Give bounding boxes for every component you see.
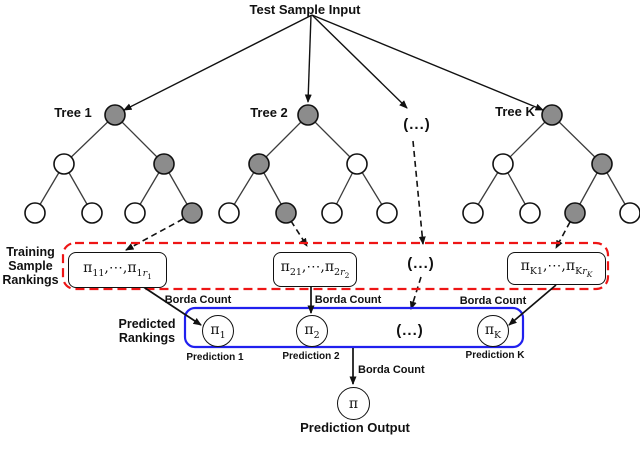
predicted-circle-pi1: π1 [202,315,234,347]
arrow-input-to-tree2 [304,14,312,103]
tree1-label: Tree 1 [54,105,92,120]
ranking-box2-text: π21,⋯,π2r2 [280,259,350,280]
piK-text: πK [484,321,502,341]
arrow-input-to-tree1 [123,14,313,111]
treeK-leaf-1 [462,202,484,224]
treeK-leaf-selected [564,202,586,224]
borda-count-label-output: Borda Count [358,364,425,376]
prediction2-caption: Prediction 2 [282,351,340,362]
treeK-label: Tree K [495,104,535,119]
predicted-circle-piK: πK [477,315,509,347]
tree2-right-node [346,153,368,175]
predicted-rankings-label: Predicted Rankings [107,317,187,345]
borda-count-label-1: Borda Count [164,294,232,306]
prediction1-caption: Prediction 1 [186,352,244,363]
tree1-leaf-3 [124,202,146,224]
dashed-ellipsis-to-rankings [412,140,426,245]
dashed-tree1-to-rankings [125,218,184,251]
predicted-circle-pi2: π2 [296,315,328,347]
tree2-label: Tree 2 [250,105,288,120]
tree-nodes [24,104,640,224]
predicted-rankings-group-box [183,306,525,349]
training-label-line2: Sample [8,259,53,273]
predicted-label-line2: Rankings [118,331,176,345]
pi2-text: π2 [304,321,320,341]
arrow-box1-to-pi1 [141,285,202,326]
tree1-left-node [53,153,75,175]
treeK-left-node [492,153,514,175]
arrow-boxK-to-piK [508,284,557,326]
rankings-ellipsis: (...) [407,255,435,272]
treeK-right-node-selected [591,153,613,175]
treeK-leaf-4 [619,202,640,224]
tree1-leaf-1 [24,202,46,224]
training-sample-rankings-label: Training Sample Rankings [0,245,61,287]
tree1-right-node-selected [153,153,175,175]
predicted-ellipsis: (...) [396,322,424,339]
tree2-leaf-3 [321,202,343,224]
treeK-leaf-2 [519,202,541,224]
tree1-leaf-2 [81,202,103,224]
ranking-box-treeK: πK1,⋯,πKrK [507,252,606,285]
arrow-input-to-treeK [311,14,544,111]
ranking-boxK-text: πK1,⋯,πKrK [520,258,593,279]
tree-edges [34,114,631,214]
training-label-line1: Training [6,245,55,259]
tree2-leaf-1 [218,202,240,224]
prediction-output-caption: Prediction Output [300,420,410,435]
borda-count-label-2: Borda Count [314,294,382,306]
ranking-box1-text: π11,⋯,π1r1 [83,259,152,281]
arrow-input-to-ellipsis [311,14,408,109]
ranking-box-tree2: π21,⋯,π2r2 [273,252,357,287]
test-sample-input-label: Test Sample Input [249,2,361,17]
output-circle-pi: π [337,387,370,420]
tree2-root-node-selected [297,104,319,126]
treeK-root-node-selected [541,104,563,126]
trees-ellipsis: (...) [403,116,431,133]
tree2-left-node-selected [248,153,270,175]
input-fan-arrows [123,14,544,111]
predictionK-caption: Prediction K [465,350,525,361]
tree1-leaf-selected [181,202,203,224]
training-rankings-group-box [61,241,610,291]
tree2-leaf-selected [275,202,297,224]
output-pi-text: π [348,395,359,412]
training-label-line3: Rankings [2,273,59,287]
ranking-box-tree1: π11,⋯,π1r1 [68,252,167,288]
pi1-text: π1 [210,321,226,341]
tree2-leaf-4 [376,202,398,224]
borda-count-label-3: Borda Count [459,295,527,307]
dashed-ellipsis-to-predicted [409,276,422,310]
predicted-label-line1: Predicted [118,317,176,331]
dashed-tree2-to-rankings [290,220,308,247]
tree1-root-node-selected [104,104,126,126]
borda-arrows [141,284,557,385]
